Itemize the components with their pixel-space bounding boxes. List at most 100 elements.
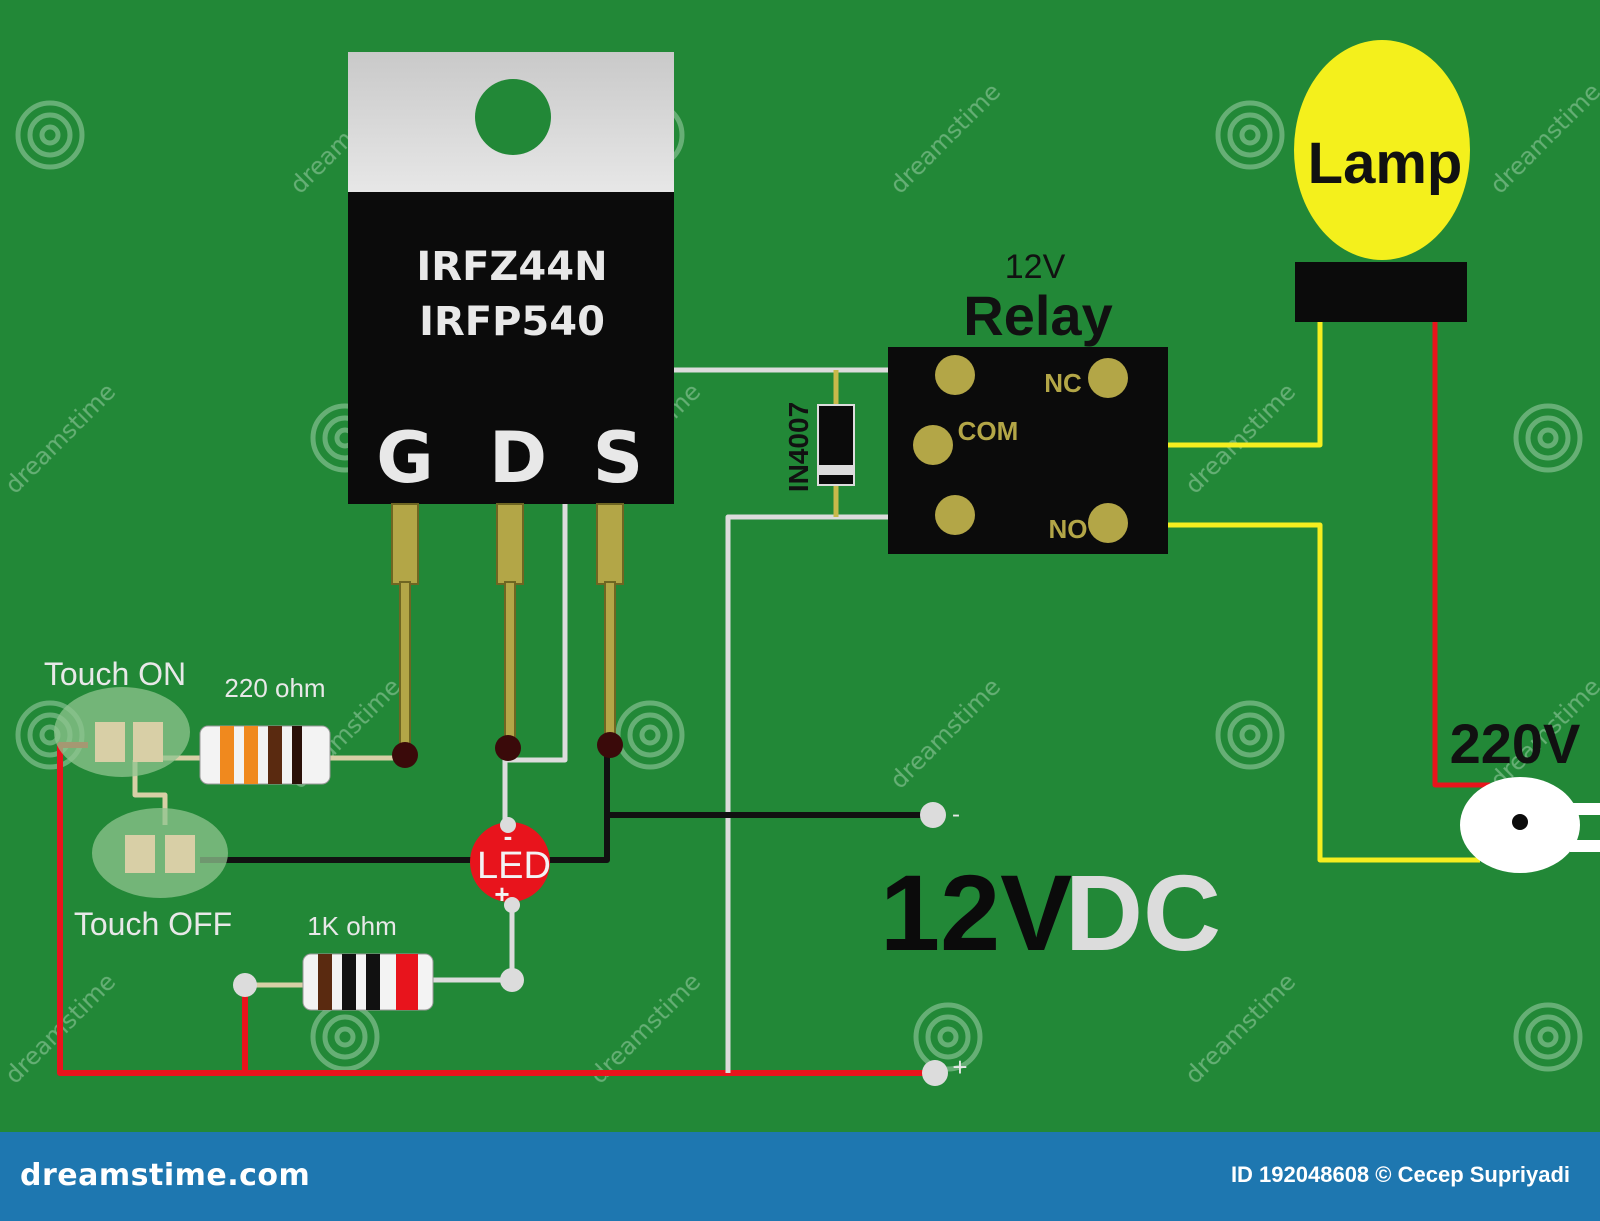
resistor-1k: 1K ohm (233, 911, 524, 1011)
wire-black-touch-off (200, 815, 610, 863)
watermark-spiral-icon (1516, 406, 1580, 470)
mosfet-part-2: IRFP540 (419, 299, 605, 345)
led-body (470, 822, 550, 902)
solder-joint-drain (495, 735, 521, 761)
mosfet-body (348, 192, 674, 504)
supply-minus: - (952, 801, 960, 828)
wire-white-drain-coil (505, 367, 940, 763)
resistor-1k-label: 1K ohm (307, 911, 397, 941)
relay-title: Relay (963, 284, 1112, 347)
mosfet-leg-drain (496, 503, 524, 585)
relay-nc-pin (1088, 358, 1128, 398)
watermark-spiral-icon (1218, 703, 1282, 767)
relay: 12V Relay NC COM NO (888, 248, 1168, 554)
watermark-text: dreamstime (884, 78, 1006, 200)
watermark-spiral-icon (1516, 1005, 1580, 1069)
watermark-spiral-icon (18, 103, 82, 167)
watermark-spiral-icon (313, 1005, 377, 1069)
mosfet-leg-gate (391, 503, 419, 585)
supply-voltage-label: 12V (880, 852, 1072, 973)
watermark-text: dreamstime (1179, 378, 1301, 500)
relay-voltage: 12V (1005, 248, 1066, 286)
resistor-1k-node (500, 968, 524, 992)
led-label: LED (477, 845, 551, 887)
relay-com-label: COM (958, 416, 1019, 446)
mosfet: IRFZ44N IRFP540 G D S (348, 52, 674, 768)
supply-positive-terminal (922, 1060, 948, 1086)
led-node (504, 897, 520, 913)
watermark-spiral-icon (1218, 103, 1282, 167)
mains-plug: 220V (1450, 712, 1600, 873)
diode: IN4007 (783, 402, 855, 492)
supply-plus: + (952, 1052, 967, 1082)
touch-on-contact (133, 722, 163, 762)
mosfet-leg-source (596, 503, 624, 585)
touch-off-label: Touch OFF (74, 906, 232, 942)
footer-logo[interactable]: dreamstime.com (20, 1158, 311, 1193)
relay-coil-pin-2 (935, 495, 975, 535)
watermark-text: dreamstime (0, 378, 121, 500)
resistor-band (366, 954, 380, 1010)
resistor-band (318, 954, 332, 1010)
resistor-band (396, 954, 418, 1010)
lamp-bulb (1294, 40, 1470, 260)
watermark-text: dreamstime (1484, 78, 1600, 200)
watermark-text: dreamstime (1179, 968, 1301, 1090)
footer-bar: dreamstime.com ID 192048608 © Cecep Supr… (0, 1132, 1600, 1221)
relay-nc-label: NC (1044, 368, 1082, 398)
resistor-220-body (199, 725, 331, 785)
relay-coil-pin-1 (935, 355, 975, 395)
wire-red-mains (1432, 320, 1490, 788)
mosfet-mount-hole (475, 79, 551, 155)
watermark-spiral-icon (916, 1005, 980, 1069)
mosfet-leg-source (604, 581, 616, 748)
touch-on-contact (95, 722, 125, 762)
mains-voltage-label: 220V (1450, 712, 1581, 775)
mosfet-part-1: IRFZ44N (416, 244, 607, 290)
resistor-band (268, 726, 282, 784)
plug-hole (1512, 814, 1528, 830)
plug-prong (1570, 840, 1600, 852)
lamp-base (1295, 262, 1467, 322)
touch-off-contact (165, 835, 195, 873)
circuit-diagram: dreamstime dreamstime dreamstime dreamst… (0, 40, 1600, 1090)
wires (57, 320, 1490, 1076)
led-minus: - (504, 821, 513, 851)
mosfet-pin-gate-label: G (376, 417, 433, 499)
mosfet-leg-drain (504, 581, 516, 748)
resistor-1k-node (233, 973, 257, 997)
resistor-band (244, 726, 258, 784)
wire-black-source (604, 748, 930, 818)
resistor-band (342, 954, 356, 1010)
resistor-220: 220 ohm (199, 673, 331, 785)
watermark-text: dreamstime (884, 673, 1006, 795)
solder-joint-gate (392, 742, 418, 768)
supply-type-label: DC (1065, 852, 1221, 973)
resistor-band (220, 726, 234, 784)
led-node (500, 817, 516, 833)
relay-no-pin (1088, 503, 1128, 543)
resistor-220-label: 220 ohm (224, 673, 325, 703)
touch-off-contact (125, 835, 155, 873)
lamp-label: Lamp (1308, 131, 1463, 196)
mosfet-pin-drain-label: D (489, 417, 547, 499)
wire-yellow-no (1105, 522, 1480, 863)
supply-negative-terminal (920, 802, 946, 828)
relay-no-label: NO (1049, 514, 1088, 544)
led: LED - + (470, 817, 551, 913)
solder-joint-source (597, 732, 623, 758)
plug-prong (1570, 803, 1600, 815)
power-supply: - + 12V DC (880, 801, 1221, 1086)
wire-white-supply-coil (725, 514, 940, 1073)
resistor-band (292, 726, 302, 784)
watermark-spiral-icon (618, 703, 682, 767)
touch-off-pad (92, 808, 228, 898)
footer-credit: ID 192048608 © Cecep Supriyadi (1230, 1162, 1570, 1187)
mosfet-leg-gate (399, 581, 411, 753)
diode-cathode-band (818, 465, 854, 475)
touch-on-label: Touch ON (44, 656, 186, 692)
mosfet-pin-source-label: S (593, 417, 643, 499)
relay-com-pin (913, 425, 953, 465)
lamp: Lamp (1294, 40, 1470, 322)
diode-label: IN4007 (783, 402, 814, 492)
